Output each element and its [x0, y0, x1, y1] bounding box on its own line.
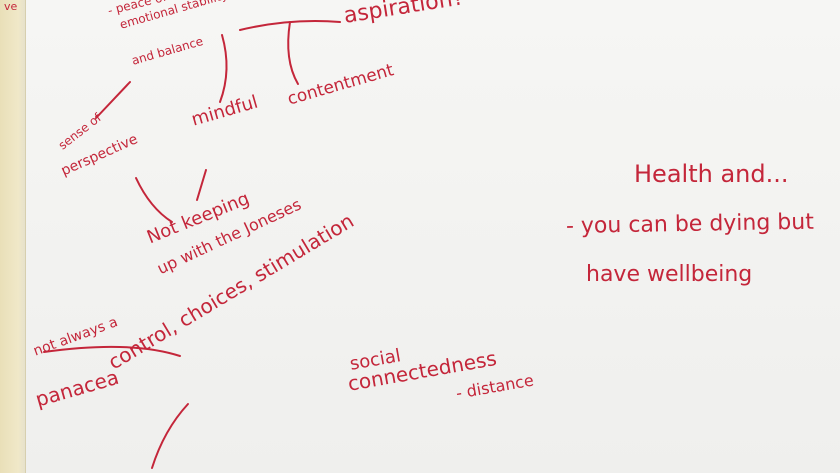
connector-sense-to-not-keeping — [135, 177, 173, 223]
connector-down-from-control — [151, 403, 189, 469]
health-and-note: Health and... — [634, 160, 789, 188]
connector-to-contentment — [287, 21, 299, 85]
wellbeing-note: have wellbeing — [586, 262, 753, 287]
connector-to-mindful — [219, 34, 228, 103]
adjacent-sheet-edge: ve — [0, 0, 26, 473]
dying-but-note: - you can be dying but — [565, 209, 815, 239]
edge-text-fragment: ve — [4, 0, 18, 13]
connector-panacea-arc — [43, 345, 181, 357]
connector-mindful-to-not-keeping — [196, 169, 207, 201]
connector-balance-to-sense — [95, 81, 131, 119]
